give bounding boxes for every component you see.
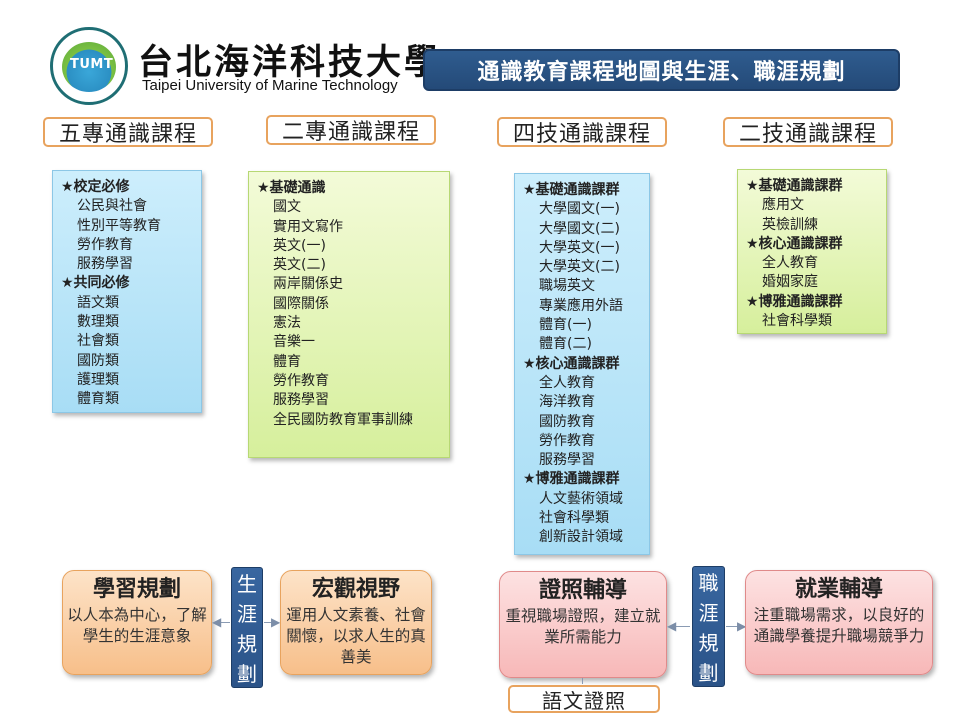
group-title: ★共同必修 xyxy=(61,275,130,292)
employment-guidance-title: 就業輔導 xyxy=(794,577,883,602)
arrow-right-icon: ▶ xyxy=(271,615,281,629)
course-item: 勞作教育 xyxy=(77,236,133,253)
course-item: 護理類 xyxy=(77,371,119,388)
category-five-year: 五專通識課程 xyxy=(43,117,213,147)
connector-line xyxy=(264,622,276,623)
course-item: 大學英文(一) xyxy=(539,239,620,256)
group-title: ★校定必修 xyxy=(61,179,130,195)
course-item: 性別平等教育 xyxy=(77,217,161,234)
course-item: 應用文 xyxy=(762,197,804,214)
course-item: 國防教育 xyxy=(539,413,595,430)
arrow-right-icon: ▶ xyxy=(737,619,747,633)
course-item: 國防類 xyxy=(77,352,119,369)
category-four-year-tech: 四技通識課程 xyxy=(497,117,667,147)
group-title: ★核心通識課群 xyxy=(523,355,620,372)
group-title: ★基礎通識課群 xyxy=(523,182,620,198)
course-item: 專業應用外語 xyxy=(539,297,623,314)
career-bar-char: 規 xyxy=(698,630,719,655)
connector-line xyxy=(726,626,742,627)
learning-plan-box: 學習規劃 以人本為中心，了解學生的生涯意象 xyxy=(62,570,212,675)
course-item: 兩岸關係史 xyxy=(273,276,343,293)
course-item: 英檢訓練 xyxy=(762,216,818,233)
course-item: 職場英文 xyxy=(539,278,595,295)
course-item: 英文(一) xyxy=(273,237,326,254)
career-bar-char: 涯 xyxy=(698,601,719,626)
course-item: 服務學習 xyxy=(77,256,133,273)
group-title: ★核心通識課群 xyxy=(746,235,843,252)
course-item: 大學國文(二) xyxy=(539,220,620,237)
course-item: 服務學習 xyxy=(273,392,329,409)
course-item: 服務學習 xyxy=(539,452,595,469)
course-item: 人文藝術領域 xyxy=(539,490,623,507)
macro-vision-desc: 運用人文素養、社會關懷，以求人生的真善美 xyxy=(286,606,426,666)
course-item: 全人教育 xyxy=(762,255,818,272)
group-title: ★基礎通識 xyxy=(257,180,326,196)
two-year-junior-course-box: ★基礎通識 國文 實用文寫作 英文(一) 英文(二) 兩岸關係史 國際關係 憲法… xyxy=(248,171,450,458)
group-title: ★博雅通識課群 xyxy=(746,293,843,310)
page-title: 通識教育課程地圖與生涯、職涯規劃 xyxy=(423,49,900,91)
connector-line xyxy=(672,626,690,627)
course-item: 體育 xyxy=(273,353,301,370)
course-item: 體育(二) xyxy=(539,336,592,353)
learning-plan-desc: 以人本為中心，了解學生的生涯意象 xyxy=(67,606,207,645)
arrow-left-icon: ◀ xyxy=(212,615,222,629)
life-planning-bar: 生 涯 規 劃 xyxy=(231,567,263,688)
course-item: 勞作教育 xyxy=(273,372,329,389)
course-item: 大學英文(二) xyxy=(539,259,620,276)
course-item: 海洋教育 xyxy=(539,394,595,411)
school-name-english: Taipei University of Marine Technology xyxy=(142,77,398,94)
connector-line xyxy=(216,622,230,623)
language-certificate-box: 語文證照 xyxy=(508,685,660,713)
group-title: ★基礎通識課群 xyxy=(746,178,843,194)
certification-guidance-box: 證照輔導 重視職場證照，建立就業所需能力 xyxy=(499,571,667,678)
career-bar-char: 劃 xyxy=(698,660,719,685)
two-year-tech-course-box: ★基礎通識課群 應用文 英檢訓練 ★核心通識課群 全人教育 婚姻家庭 ★博雅通識… xyxy=(737,169,887,334)
certification-guidance-desc: 重視職場證照，建立就業所需能力 xyxy=(505,607,661,646)
course-item: 語文類 xyxy=(77,294,119,311)
employment-guidance-box: 就業輔導 注重職場需求，以良好的通識學養提升職場競爭力 xyxy=(745,570,933,675)
career-planning-bar: 職 涯 規 劃 xyxy=(692,566,725,687)
course-item: 憲法 xyxy=(273,315,301,332)
course-item: 國際關係 xyxy=(273,295,329,312)
five-year-course-box: ★校定必修 公民與社會 性別平等教育 勞作教育 服務學習 ★共同必修 語文類 數… xyxy=(52,170,202,413)
employment-guidance-desc: 注重職場需求，以良好的通識學養提升職場競爭力 xyxy=(753,606,925,645)
course-item: 全民國防教育軍事訓練 xyxy=(273,411,413,428)
course-item: 大學國文(一) xyxy=(539,201,620,218)
course-item: 體育(一) xyxy=(539,317,592,334)
course-item: 婚姻家庭 xyxy=(762,274,818,291)
group-title: ★博雅通識課群 xyxy=(523,471,620,488)
course-item: 勞作教育 xyxy=(539,432,595,449)
life-bar-char: 規 xyxy=(237,631,257,656)
category-two-year-tech: 二技通識課程 xyxy=(723,117,893,147)
arrow-left-icon: ◀ xyxy=(667,619,677,633)
life-bar-char: 生 xyxy=(237,572,257,597)
connector-line xyxy=(582,678,583,684)
course-item: 實用文寫作 xyxy=(273,218,343,235)
logo-text: TUMT xyxy=(70,57,114,72)
course-item: 社會科學類 xyxy=(762,313,832,330)
learning-plan-title: 學習規劃 xyxy=(92,577,181,602)
life-bar-char: 劃 xyxy=(237,661,257,686)
life-bar-char: 涯 xyxy=(237,602,257,627)
course-item: 體育類 xyxy=(77,391,119,408)
course-item: 英文(二) xyxy=(273,257,326,274)
school-name: 台北海洋科技大學 xyxy=(138,42,443,83)
course-item: 全人教育 xyxy=(539,374,595,391)
course-item: 數理類 xyxy=(77,314,119,331)
macro-vision-title: 宏觀視野 xyxy=(311,577,400,602)
course-item: 公民與社會 xyxy=(77,198,147,215)
category-two-year-junior: 二專通識課程 xyxy=(266,115,436,145)
logo-emblem xyxy=(62,42,116,92)
course-item: 音樂一 xyxy=(273,334,315,351)
certification-guidance-title: 證照輔導 xyxy=(538,578,627,603)
course-item: 創新設計領域 xyxy=(539,529,623,546)
course-item: 社會類 xyxy=(77,333,119,350)
course-item: 社會科學類 xyxy=(539,510,609,527)
four-year-course-box: ★基礎通識課群 大學國文(一) 大學國文(二) 大學英文(一) 大學英文(二) … xyxy=(514,173,650,555)
course-item: 國文 xyxy=(273,199,301,216)
career-bar-char: 職 xyxy=(698,571,719,596)
macro-vision-box: 宏觀視野 運用人文素養、社會關懷，以求人生的真善美 xyxy=(280,570,432,675)
